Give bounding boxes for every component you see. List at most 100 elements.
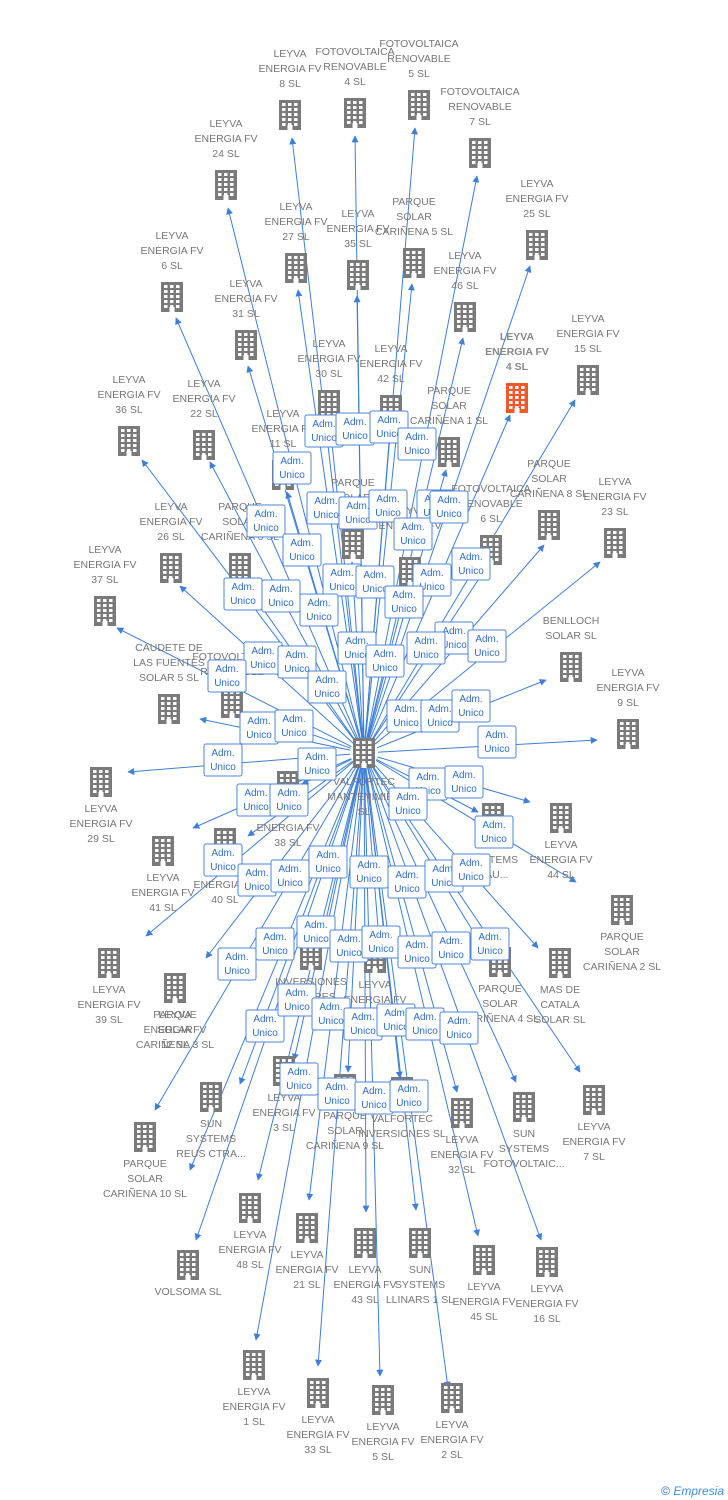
- building-icon: [354, 1228, 376, 1258]
- role-label-box: Adm.Unico: [239, 711, 279, 745]
- brand-logo[interactable]: Empresia: [673, 1484, 724, 1498]
- company-label-n61: VOLSOMA SL: [154, 1286, 221, 1298]
- building-icon: [549, 948, 571, 978]
- role-label-box: Adm.Unico: [217, 947, 257, 981]
- edge-n56: [306, 766, 363, 1201]
- building-icon: [152, 836, 174, 866]
- role-label-box: Adm.Unico: [397, 935, 437, 969]
- edge-n59: [366, 766, 480, 1237]
- building-icon: [243, 1350, 265, 1380]
- role-label-text: Adm.Unico: [344, 636, 370, 661]
- role-label-box: Adm.Unico: [368, 489, 408, 523]
- building-icon: [215, 170, 237, 200]
- role-label-text: Adm.Unico: [342, 417, 368, 442]
- building-icon: [560, 652, 582, 682]
- role-label-text: Adm.Unico: [474, 634, 500, 659]
- role-label-text: Adm.Unico: [246, 716, 272, 741]
- role-label-box: Adm.Unico: [255, 927, 295, 961]
- role-label-box: Adm.Unico: [474, 815, 514, 849]
- role-label-text: Adm.Unico: [356, 860, 382, 885]
- role-label-text: Adm.Unico: [315, 850, 341, 875]
- role-label-box: Adm.Unico: [306, 491, 346, 525]
- role-label-box: Adm.Unico: [203, 743, 243, 777]
- building-icon: [239, 1193, 261, 1223]
- role-label-box: Adm.Unico: [451, 689, 491, 723]
- role-label-box: Adm.Unico: [387, 865, 427, 899]
- role-label-text: Adm.Unico: [427, 704, 453, 729]
- company-node-n61[interactable]: VOLSOMA SL: [154, 1250, 222, 1298]
- building-icon: [279, 100, 301, 130]
- role-label-box: Adm.Unico: [406, 631, 446, 665]
- role-label-text: Adm.Unico: [314, 675, 340, 700]
- role-label-text: Adm.Unico: [289, 538, 315, 563]
- role-label-box: Adm.Unico: [470, 927, 510, 961]
- building-icon: [307, 1378, 329, 1408]
- role-label-box: Adm.Unico: [307, 670, 347, 704]
- edge-n58: [365, 766, 419, 1211]
- edge-n55: [256, 766, 362, 1181]
- role-label-box: Adm.Unico: [431, 931, 471, 965]
- building-icon: [473, 1245, 495, 1275]
- role-label-text: Adm.Unico: [458, 552, 484, 577]
- role-label-text: Adm.Unico: [438, 936, 464, 961]
